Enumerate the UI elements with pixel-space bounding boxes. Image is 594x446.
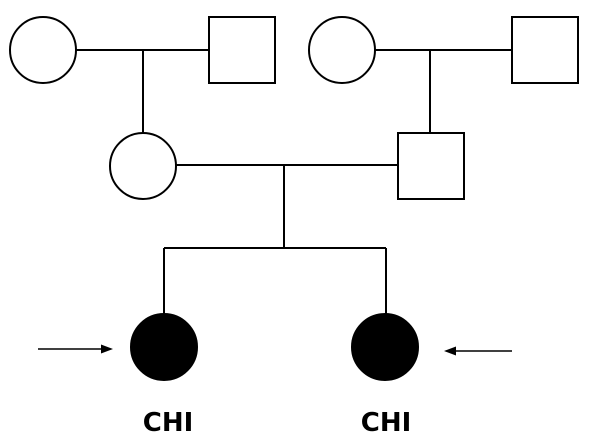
- mother-female-symbol: [109, 132, 177, 200]
- proband-arrow-left: [38, 344, 113, 354]
- paternal-grandmother-female-symbol: [308, 16, 376, 84]
- maternal-grandmother-female-symbol: [9, 16, 77, 84]
- child-1-affected-female-symbol: [130, 313, 198, 381]
- proband-arrow-right: [444, 346, 512, 356]
- paternal-grandfather-male-symbol: [511, 16, 579, 84]
- maternal-grandfather-male-symbol: [208, 16, 276, 84]
- child-2-affected-female-symbol: [351, 313, 419, 381]
- child-2-label: CHI: [361, 408, 412, 438]
- child-1-label: CHI: [143, 408, 194, 438]
- father-male-symbol: [397, 132, 465, 200]
